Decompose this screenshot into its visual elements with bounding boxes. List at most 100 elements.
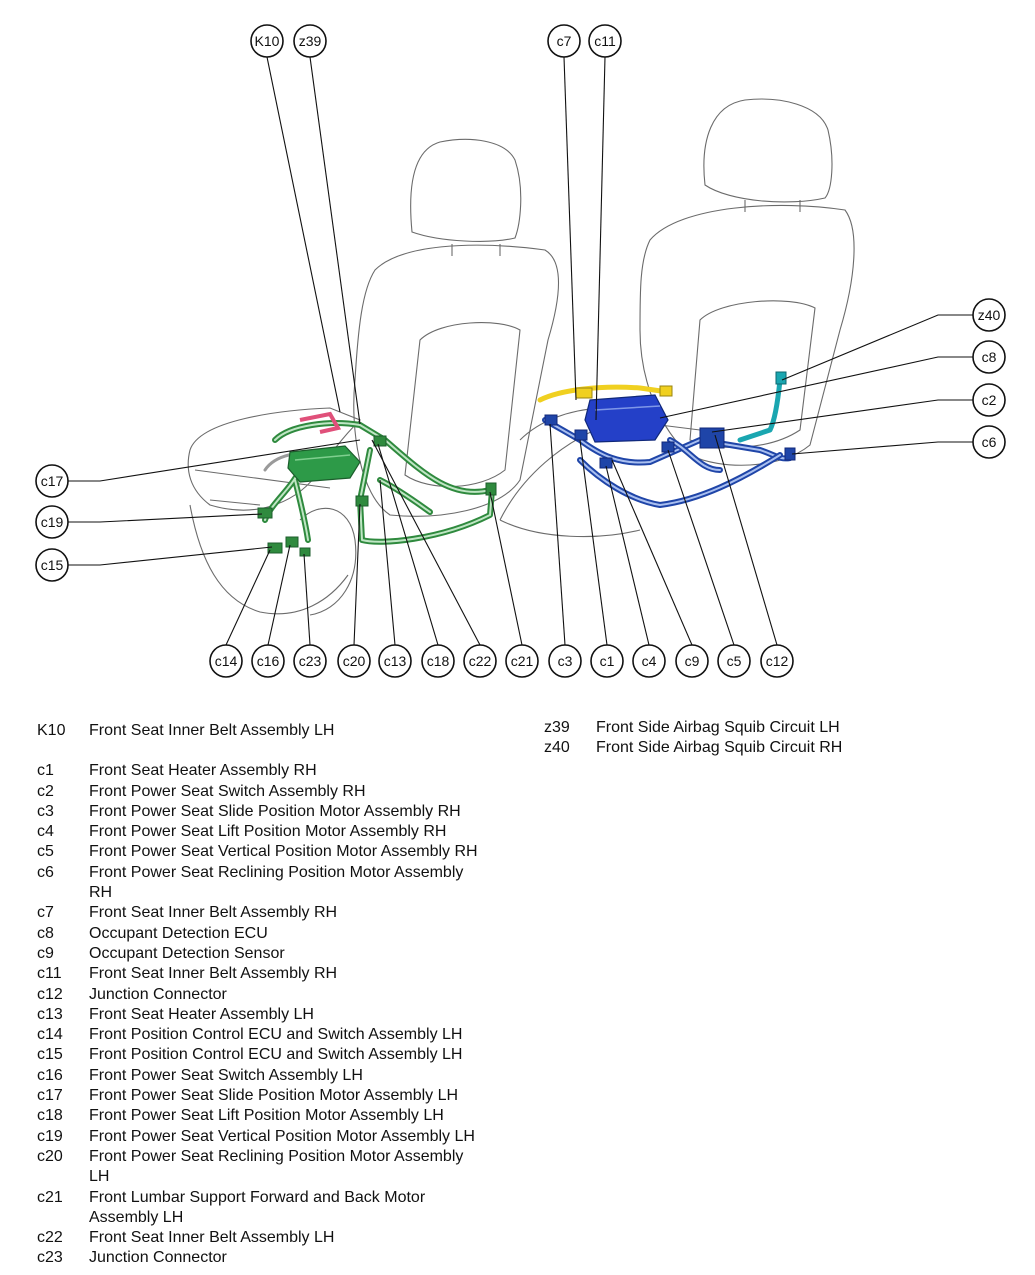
callout-label: z40	[978, 307, 1001, 323]
callout-label: c9	[685, 653, 700, 669]
legend-desc: Front Position Control ECU and Switch As…	[89, 1046, 463, 1064]
callout-label: c21	[511, 653, 534, 669]
callout-c9: c9	[675, 644, 709, 678]
legend-item: c21 Front Lumbar Support Forward and Back…	[37, 1188, 517, 1229]
callout-label: c16	[257, 653, 280, 669]
rh-occupant-ecu	[584, 394, 669, 443]
legend-item: c4 Front Power Seat Lift Position Motor A…	[37, 822, 517, 842]
legend-code: c12	[37, 985, 63, 1003]
callout-c7: c7	[547, 24, 581, 58]
legend-item: c8 Occupant Detection ECU	[37, 924, 517, 944]
callout-z39: z39	[293, 24, 327, 58]
callout-c4: c4	[632, 644, 666, 678]
callout-label: c20	[343, 653, 366, 669]
legend-code: c22	[37, 1229, 63, 1247]
callout-label: c12	[766, 653, 789, 669]
legend-code: c14	[37, 1026, 63, 1044]
lh-occupant-ecu	[287, 445, 361, 483]
legend-desc: Front Side Airbag Squib Circuit LH	[596, 719, 840, 736]
legend-desc: Front Seat Heater Assembly LH	[89, 1005, 314, 1023]
rh-connectors	[544, 371, 796, 469]
legend-code: z40	[544, 739, 570, 757]
callout-z40: z40	[972, 298, 1006, 332]
callout-label: c13	[384, 653, 407, 669]
callout-label: c1	[600, 653, 615, 669]
legend-item: c17 Front Power Seat Slide Position Motor…	[37, 1086, 517, 1106]
callout-label: c11	[594, 33, 616, 49]
callout-label: c23	[299, 653, 322, 669]
lh-red-connector	[299, 411, 342, 434]
callout-c18: c18	[421, 644, 455, 678]
leader-lines	[68, 56, 973, 646]
legend-desc: Front Power Seat Switch Assembly LH	[89, 1066, 363, 1084]
callout-label: c17	[41, 473, 64, 489]
callout-label: c15	[41, 557, 64, 573]
legend-code: c1	[37, 762, 54, 780]
legend-desc: Junction Connector	[89, 1249, 227, 1267]
legend-code: c13	[37, 1005, 63, 1023]
legend-item: c23 Junction Connector	[37, 1248, 517, 1268]
callout-c8: c8	[972, 340, 1006, 374]
legend-code: c19	[37, 1127, 63, 1145]
legend-item: c14 Front Position Control ECU and Switch…	[37, 1025, 517, 1045]
legend-desc: Front Power Seat Slide Position Motor As…	[89, 1087, 459, 1105]
callout-c5: c5	[717, 644, 751, 678]
legend-item: z40 Front Side Airbag Squib Circuit RH	[544, 738, 964, 758]
callout-c15: c15	[35, 548, 69, 582]
callout-c6: c6	[972, 425, 1006, 459]
callout-c12: c12	[760, 644, 794, 678]
legend-code: z39	[544, 719, 570, 736]
legend-desc: Occupant Detection ECU	[89, 924, 268, 942]
legend-code: c23	[37, 1249, 63, 1267]
legend-desc: Front Lumbar Support Forward and Back Mo…	[89, 1188, 426, 1226]
legend-code: c21	[37, 1188, 63, 1206]
legend-item: c3 Front Power Seat Slide Position Motor …	[37, 802, 517, 822]
callout-label: c7	[557, 33, 572, 49]
legend-desc: Front Power Seat Lift Position Motor Ass…	[89, 823, 447, 841]
callout-c17: c17	[35, 464, 69, 498]
legend-desc: Front Power Seat Vertical Position Motor…	[89, 1127, 475, 1145]
callout-c13: c13	[378, 644, 412, 678]
legend-item: c20 Front Power Seat Reclining Position M…	[37, 1147, 517, 1188]
callout-c3: c3	[548, 644, 582, 678]
legend-desc: Front Seat Inner Belt Assembly RH	[89, 965, 338, 983]
callout-c14: c14	[209, 644, 243, 678]
legend-desc: Front Position Control ECU and Switch As…	[89, 1026, 463, 1044]
legend-item: z39 Front Side Airbag Squib Circuit LH	[544, 718, 964, 738]
legend-item: c13 Front Seat Heater Assembly LH	[37, 1005, 517, 1025]
legend-desc: Front Power Seat Slide Position Motor As…	[89, 802, 461, 820]
legend-code: c4	[37, 823, 54, 841]
legend-code: c3	[37, 802, 54, 820]
callout-c1: c1	[590, 644, 624, 678]
legend-desc: Front Seat Inner Belt Assembly RH	[89, 904, 338, 922]
callout-label: c19	[41, 514, 64, 530]
legend-desc: Front Power Seat Lift Position Motor Ass…	[89, 1107, 444, 1125]
legend-right: z39 Front Side Airbag Squib Circuit LH z4…	[544, 718, 964, 759]
lh-connectors	[257, 435, 497, 557]
legend-code: c6	[37, 863, 54, 881]
callout-label: c8	[982, 349, 997, 365]
callout-label: c2	[982, 392, 997, 408]
legend-code: c8	[37, 924, 54, 942]
legend-desc: Front Power Seat Vertical Position Motor…	[89, 843, 478, 861]
callout-c22: c22	[463, 644, 497, 678]
callout-label: c18	[427, 653, 450, 669]
callout-label: c6	[982, 434, 997, 450]
legend-desc: Front Power Seat Reclining Position Moto…	[89, 1147, 464, 1186]
legend-desc: Front Side Airbag Squib Circuit RH	[596, 739, 843, 757]
legend-desc: Front Seat Inner Belt Assembly LH	[89, 1229, 335, 1247]
callout-label: c22	[469, 653, 492, 669]
callout-c19: c19	[35, 505, 69, 539]
callout-label: c4	[642, 653, 657, 669]
legend-code: c17	[37, 1087, 63, 1105]
legend-item: c22 Front Seat Inner Belt Assembly LH	[37, 1228, 517, 1248]
legend-code: c20	[37, 1147, 63, 1165]
